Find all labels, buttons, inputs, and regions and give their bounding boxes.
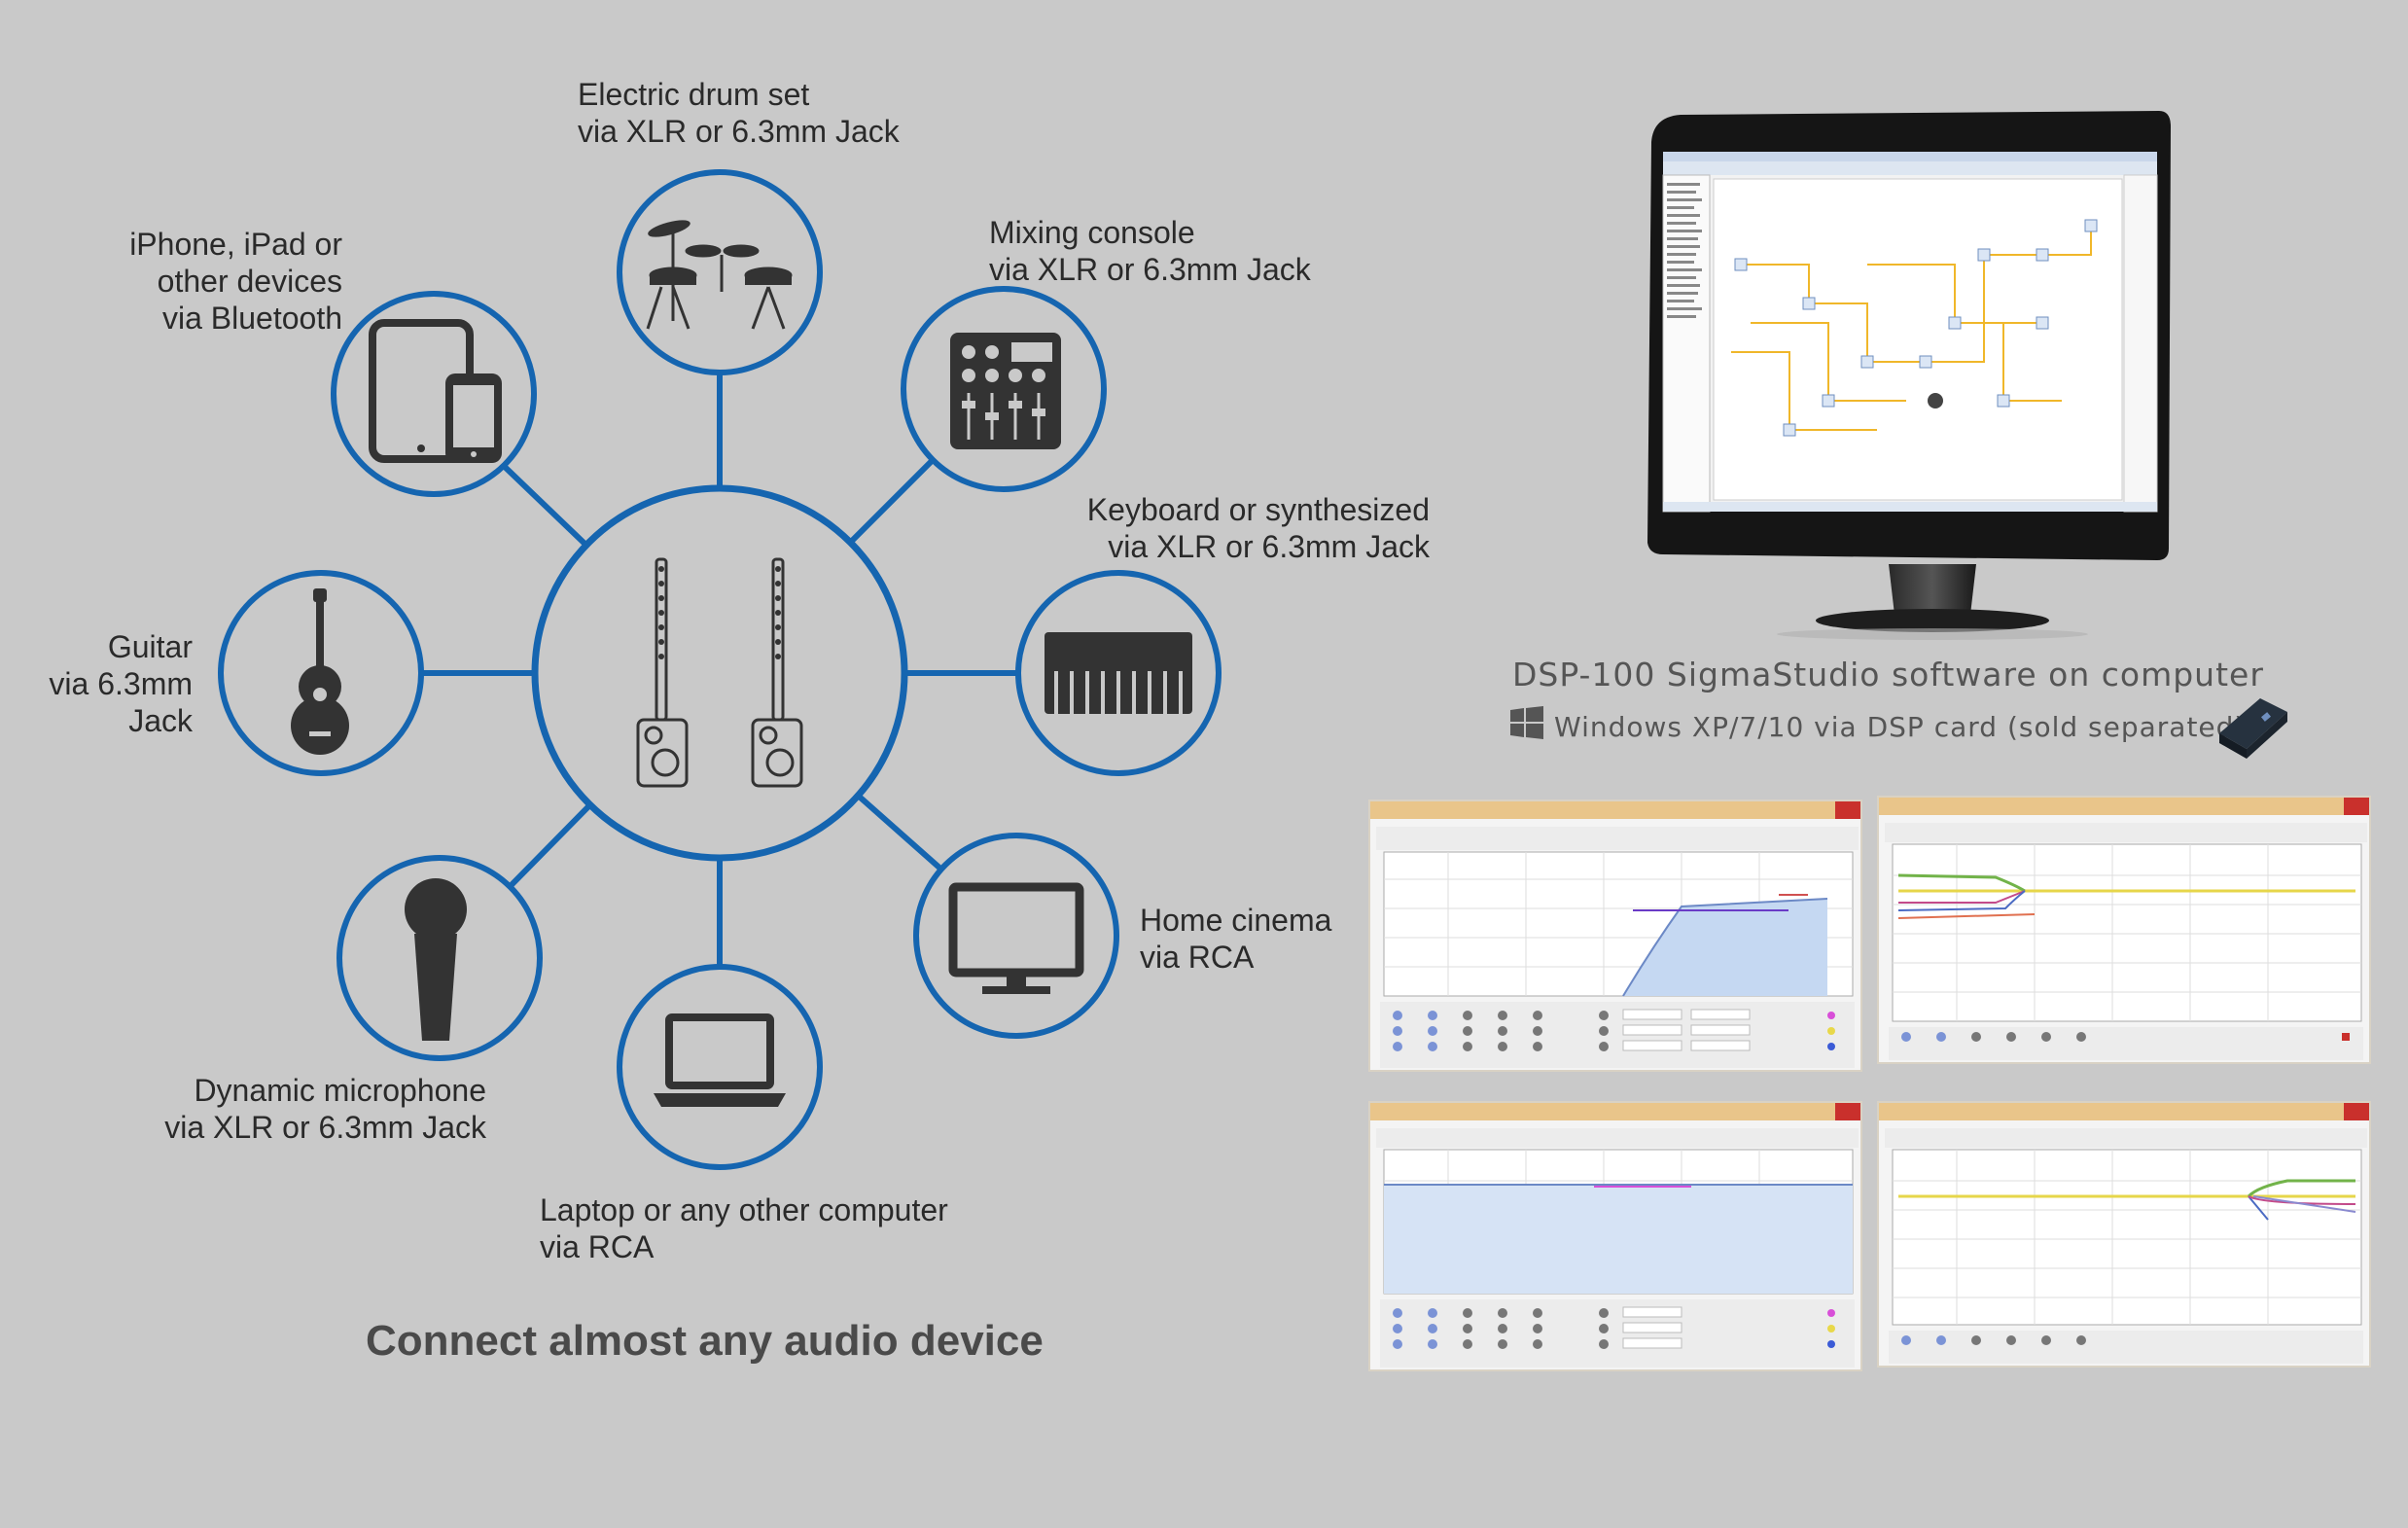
center-hub bbox=[531, 484, 908, 862]
label-line: other devices bbox=[157, 264, 342, 299]
mixing-console-icon bbox=[950, 333, 1061, 449]
label-line: via XLR or 6.3mm Jack bbox=[1108, 529, 1430, 564]
label-line: Dynamic microphone bbox=[194, 1073, 486, 1108]
column-speakers-icon bbox=[636, 557, 803, 788]
device-cinema bbox=[913, 833, 1119, 1039]
label-line: Home cinema bbox=[1140, 903, 1332, 938]
device-keyboard bbox=[1015, 570, 1222, 776]
label-line: via RCA bbox=[1140, 940, 1255, 975]
device-phone bbox=[331, 291, 537, 497]
microphone-icon bbox=[405, 878, 467, 1041]
device-laptop bbox=[617, 964, 823, 1170]
windows-logo-icon bbox=[1510, 706, 1543, 739]
label-line: via 6.3mm bbox=[49, 666, 193, 701]
label-line: Electric drum set bbox=[578, 77, 810, 112]
eq-window-1 bbox=[1368, 800, 1862, 1072]
dsp-card-icon bbox=[2219, 698, 2287, 759]
connection-diagram bbox=[218, 169, 1222, 1170]
guitar-icon bbox=[291, 588, 349, 755]
device-mixing bbox=[901, 286, 1107, 492]
label-line: via Bluetooth bbox=[161, 301, 342, 336]
crossover-window-2 bbox=[1877, 1101, 2371, 1368]
computer-monitor-icon bbox=[1647, 111, 2171, 640]
eq-window-2 bbox=[1368, 1101, 1862, 1371]
label-line: Jack bbox=[128, 703, 193, 738]
label-line: Guitar bbox=[107, 629, 193, 664]
label-line: Keyboard or synthesized bbox=[1086, 492, 1430, 527]
label-line: via XLR or 6.3mm Jack bbox=[578, 114, 900, 149]
label-line: via XLR or 6.3mm Jack bbox=[989, 252, 1311, 287]
drum-set-icon bbox=[646, 220, 793, 330]
label-line: via RCA bbox=[540, 1229, 655, 1264]
os-caption: Windows XP/7/10 via DSP card (sold separ… bbox=[1554, 711, 2247, 743]
label-line: iPhone, iPad or bbox=[129, 227, 342, 262]
keyboard-icon bbox=[1045, 632, 1192, 714]
label-line: via XLR or 6.3mm Jack bbox=[164, 1110, 486, 1145]
software-caption: DSP-100 SigmaStudio software on computer bbox=[1512, 656, 2264, 693]
device-guitar bbox=[218, 570, 424, 776]
device-drums bbox=[617, 169, 823, 375]
tagline: Connect almost any audio device bbox=[366, 1317, 1044, 1365]
tv-icon bbox=[948, 882, 1084, 994]
crossover-window-1 bbox=[1877, 796, 2371, 1064]
label-line: Mixing console bbox=[989, 215, 1195, 250]
label-line: Laptop or any other computer bbox=[540, 1192, 948, 1227]
tablet-phone-icon bbox=[369, 319, 502, 463]
laptop-icon bbox=[654, 1013, 786, 1107]
device-microphone bbox=[336, 855, 543, 1061]
